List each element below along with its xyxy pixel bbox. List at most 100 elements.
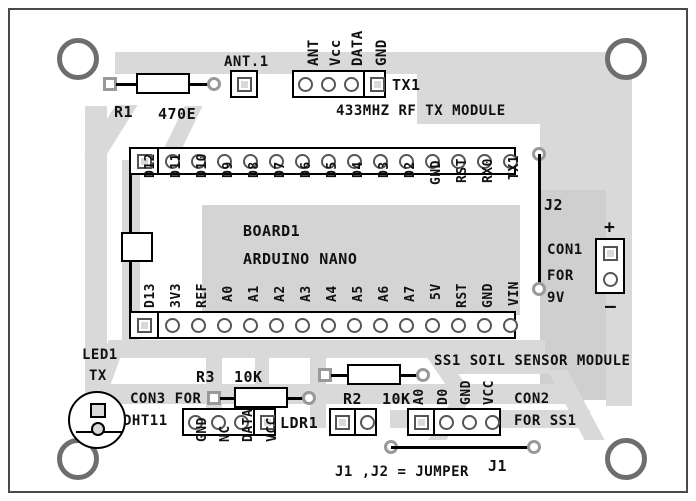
nano-top-pin-9: [341, 149, 367, 173]
nano-bot-pin-9: [341, 313, 367, 337]
nano-bot-label-10: A6: [377, 285, 392, 302]
led1-body: [68, 391, 126, 449]
r1-body: [136, 73, 190, 94]
ldr1-header: [329, 408, 377, 436]
con1-plus-label: +: [604, 217, 616, 238]
nano-top-pin-11: [393, 149, 419, 173]
r1-lead-left: [116, 83, 138, 86]
pcb-board-outline: R1 470E ANT.1 ANT Vcc DATA GND TX1 433MH…: [8, 8, 688, 493]
led1-cathode-pad: [91, 422, 105, 436]
tx1-pad-2: [321, 76, 336, 92]
rf-module-caption: 433MHZ RF TX MODULE: [336, 103, 506, 119]
r2-value-label: 10K: [382, 390, 411, 408]
nano-top-pin-7: [289, 149, 315, 173]
con3-pin-2: [207, 410, 230, 434]
ldr1-pin-1: [331, 410, 356, 434]
j1-pad-right: [527, 440, 541, 454]
nano-top-pin-10: [367, 149, 393, 173]
nano-bot-pad-1: [136, 317, 152, 333]
nano-top-label-13: RST: [455, 158, 470, 183]
ant1-pad: [236, 76, 252, 92]
r2-lead-right: [400, 374, 418, 377]
nano-top-pad-13: [450, 153, 466, 169]
con2-pad-3: [462, 414, 477, 430]
r1-ref-label: R1: [114, 103, 134, 121]
ldr1-pad-1: [335, 414, 350, 430]
copper-trace-mid-horizontal: [115, 340, 545, 358]
con3-label-line1: CON3 FOR: [130, 391, 202, 407]
nano-bot-pad-10: [372, 317, 388, 333]
tx1-pin-label-1: ANT: [306, 39, 322, 66]
soil-sensor-caption: SS1 SOIL SENSOR MODULE: [434, 353, 631, 369]
nano-top-pad-1: [136, 153, 152, 169]
nano-bot-pad-14: [476, 317, 492, 333]
con2-pin-label-1: A0: [412, 388, 427, 405]
nano-top-pad-8: [320, 153, 336, 169]
con3-pin-1: [184, 410, 207, 434]
con2-pin-4: [481, 410, 504, 434]
nano-bot-label-11: A7: [403, 285, 418, 302]
r3-lead-left: [220, 397, 236, 400]
nano-bot-label-8: A4: [325, 285, 340, 302]
j1-ref-label: J1: [488, 457, 508, 475]
nano-bot-pin-10: [367, 313, 393, 337]
nano-top-label-15: TX1: [507, 155, 522, 180]
led1-sub-label: TX: [89, 368, 107, 384]
r2-body: [347, 364, 401, 385]
nano-top-pad-7: [294, 153, 310, 169]
nano-bot-pin-3: [185, 313, 211, 337]
tx1-pin-4: [363, 72, 389, 96]
nano-top-pin-12: [419, 149, 445, 173]
con2-header: [407, 408, 501, 436]
con2-pin-1: [409, 410, 435, 434]
nano-bot-label-13: RST: [455, 283, 470, 308]
con1-label-line1: CON1: [547, 242, 583, 258]
nano-ref-label: BOARD1: [243, 222, 301, 240]
con2-pad-1: [413, 414, 429, 430]
nano-bot-pad-13: [450, 317, 466, 333]
nano-top-pin-4: [211, 149, 237, 173]
nano-top-label-11: D2: [403, 161, 418, 178]
nano-top-label-2: D11: [169, 153, 184, 178]
tx1-pad-4: [369, 76, 385, 92]
tx1-pin-label-4: GND: [374, 39, 390, 66]
nano-bot-label-6: A2: [273, 285, 288, 302]
nano-top-pin-2: [159, 149, 185, 173]
nano-top-pad-5: [242, 153, 258, 169]
nano-top-pin-8: [315, 149, 341, 173]
led1-anode-pad: [90, 403, 106, 418]
nano-bot-pad-12: [424, 317, 440, 333]
r2-lead-left: [331, 374, 349, 377]
con3-label-line2: DHT11: [123, 413, 168, 429]
nano-bot-pad-7: [294, 317, 310, 333]
ant1-header: [230, 70, 258, 98]
nano-bot-pin-15: [497, 313, 523, 337]
r3-pad-right: [302, 391, 316, 405]
con2-pad-2: [439, 414, 454, 430]
tx1-header: [292, 70, 386, 98]
usb-connector: [121, 232, 153, 262]
nano-bot-pad-2: [164, 317, 180, 333]
con3-pin-label-2: NC: [218, 425, 233, 442]
con2-pin-label-3: GND: [459, 380, 474, 405]
ldr1-pad-2: [359, 414, 375, 430]
j2-pad-bottom: [532, 282, 546, 296]
nano-bot-pad-8: [320, 317, 336, 333]
r3-value-label: 10K: [234, 368, 263, 386]
nano-bot-pin-11: [393, 313, 419, 337]
nano-bot-label-4: A0: [221, 285, 236, 302]
jumper-note-label: J1 ,J2 = JUMPER: [335, 464, 469, 480]
con1-label-line2: FOR: [547, 268, 574, 284]
nano-top-label-8: D5: [325, 161, 340, 178]
nano-bot-pad-5: [242, 317, 258, 333]
ant1-ref-label: ANT.1: [224, 54, 269, 70]
nano-top-pad-15: [502, 153, 518, 169]
nano-bot-label-5: A1: [247, 285, 262, 302]
r2-pad-right: [416, 368, 430, 382]
nano-bot-pad-6: [268, 317, 284, 333]
nano-top-pad-6: [268, 153, 284, 169]
nano-bot-label-15: VIN: [507, 281, 522, 306]
nano-top-label-7: D6: [299, 161, 314, 178]
nano-bot-pin-12: [419, 313, 445, 337]
